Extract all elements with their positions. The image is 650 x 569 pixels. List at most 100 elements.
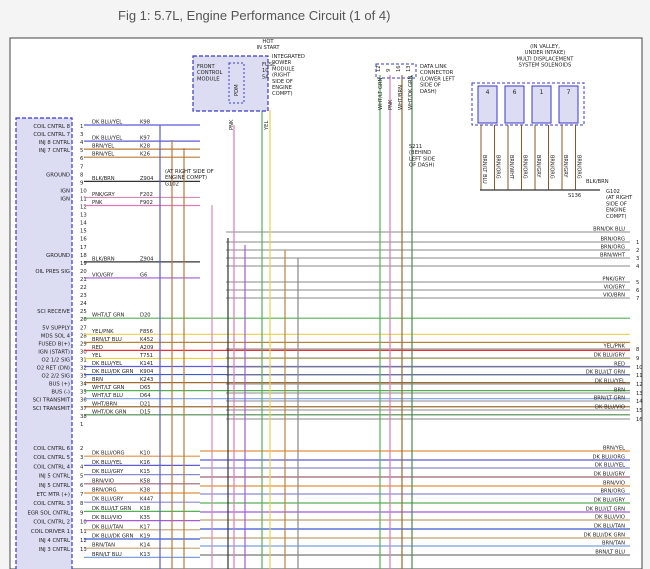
- right-wire-label: DK BLU/GRY: [594, 498, 626, 504]
- pcm-pin-label: BUS (-): [51, 390, 70, 396]
- wire-circuit-label: K17: [140, 524, 150, 530]
- dlc-pin-number: 13: [406, 65, 412, 72]
- pcm-pin-label: COIL CNTRL 7: [33, 132, 70, 138]
- right-pin-number: 5: [636, 280, 639, 286]
- wire-circuit-label: F902: [140, 200, 153, 206]
- wire-circuit-label: K10: [140, 451, 150, 457]
- pcm-pin-number: 12: [80, 538, 87, 544]
- wire-circuit-label: K38: [140, 488, 150, 494]
- pcm-pin-label: INJ 5 CNTRL: [39, 483, 70, 489]
- mds-solenoid-box: [531, 85, 552, 124]
- pcm-pin-number: 3: [80, 455, 83, 461]
- right-wire-label: BRN/TAN: [602, 541, 625, 547]
- pcm-pin-label: SCI TRANSMIT: [33, 406, 71, 412]
- wire-color-label: DK BLU/YEL: [92, 460, 122, 466]
- wire-circuit-label: K18: [140, 506, 150, 512]
- right-pin-number: 11: [636, 373, 643, 379]
- pcm-pin-label: IGN (START): [38, 349, 70, 355]
- pcm-pin-number: 4: [80, 464, 84, 470]
- right-pin-number: 15: [636, 408, 643, 414]
- wire-color-label: DK BLU/LT GRN: [92, 506, 131, 512]
- right-pin-number: 2: [636, 248, 639, 254]
- pcm-pin-number: 27: [80, 325, 87, 331]
- mds-solenoid-number: 6: [513, 89, 517, 96]
- pcm-pin-number: 10: [80, 188, 87, 194]
- right-wire-label: DK BLU/VIO: [595, 515, 625, 521]
- pcm-pin-label: GROUND: [46, 253, 70, 259]
- wire-circuit-label: D65: [140, 385, 151, 391]
- splice-s136-label: S136: [568, 193, 581, 199]
- wire-circuit-label: K98: [140, 120, 150, 126]
- pcm-pin-label: 5V SUPPLY: [42, 325, 71, 331]
- dlc-pin-number: 9: [386, 69, 392, 72]
- pcm-pin-label: FUSED B(+): [38, 341, 70, 347]
- right-pin-number: 9: [636, 356, 639, 362]
- wire-color-label: BRN/YEL: [92, 152, 114, 158]
- wire-circuit-label: K19: [140, 534, 150, 540]
- wire-color-label: BRN/LT BLU: [92, 552, 122, 558]
- mds-solenoid-box: [558, 85, 579, 124]
- mds-wire-label: BRN/ORG: [522, 155, 528, 179]
- pcm-pin-label: IGN: [60, 196, 70, 202]
- pcm-pin-number: 31: [80, 357, 87, 363]
- right-pin-number: 3: [636, 256, 639, 262]
- pcm-pin-number: 20: [80, 269, 87, 275]
- right-pin-number: 8: [636, 347, 639, 353]
- wire-color-label: BLK/BRN: [92, 256, 115, 262]
- mds-wire-label: BRN/ORG: [576, 155, 582, 179]
- pcm-pin-label: ETC MTR (+): [37, 492, 70, 498]
- pcm-pin-label: COIL CNTRL 3: [33, 501, 70, 507]
- wire-color-label: DK BLU/ORG: [92, 451, 125, 457]
- pcm-pin-label: O2 1/2 SIG: [42, 357, 70, 363]
- wire-color-label: DK BLU/YEL: [92, 136, 122, 142]
- wire-circuit-label: F856: [140, 329, 153, 335]
- pcm-pin-number: 30: [80, 349, 87, 355]
- mds-solenoid-group: [471, 82, 585, 126]
- wire-color-label: BRN/TAN: [92, 543, 115, 549]
- right-wire-label: BRN/ORG: [601, 237, 626, 243]
- pcm-pin-number: 11: [80, 196, 87, 202]
- right-wire-label: BRN/ORG: [601, 489, 626, 495]
- ipm-pin-yel: YEL: [264, 121, 270, 131]
- pcm-pin-number: 18: [80, 253, 87, 259]
- mds-wire-label: BRN/GRY: [562, 155, 568, 178]
- mds-wire-label: BRN/ORG: [549, 155, 555, 179]
- pcm-pin-number: 8: [80, 501, 84, 507]
- right-wire-label: DK BLU/ORG: [593, 455, 626, 461]
- mds-solenoid-number: 1: [540, 89, 544, 96]
- right-wire-label: BRN/YEL: [603, 446, 625, 452]
- right-pin-number: 12: [636, 382, 643, 388]
- pcm-pin-label: SCI TRANSMIT: [33, 398, 71, 404]
- pcm-pin-label: SCI RECEIVE: [37, 309, 71, 315]
- wire-circuit-label: K28: [140, 144, 150, 150]
- ipm-pdm-label: PDM: [234, 84, 240, 96]
- pcm-pin-number: 16: [80, 237, 87, 243]
- figure-title: Fig 1: 5.7L, Engine Performance Circuit …: [118, 8, 391, 23]
- pcm-pin-number: 26: [80, 317, 87, 323]
- wire-circuit-label: D21: [140, 401, 151, 407]
- pcm-pin-number: 9: [80, 510, 83, 516]
- pcm-pin-label: EGR SOL CNTRL: [27, 510, 70, 516]
- pcm-pin-label: COIL CNTRL 2: [33, 520, 70, 526]
- right-wire-label: YEL/PNK: [603, 344, 626, 350]
- pcm-pin-number: 1: [80, 422, 83, 428]
- right-pin-number: 10: [636, 365, 643, 371]
- pcm-pin-number: 8: [80, 172, 84, 178]
- pcm-pin-label: INJ 7 CNTRL: [39, 148, 70, 154]
- dlc-wire-label: WHT/BRN: [398, 85, 404, 110]
- pcm-pin-label: GROUND: [46, 172, 70, 178]
- wire-circuit-label: D15: [140, 409, 151, 415]
- wire-color-label: DK BLU/GRY: [92, 497, 124, 503]
- wire-circuit-label: K16: [140, 460, 150, 466]
- pcm-pin-label: INJ 3 CNTRL: [39, 547, 70, 553]
- pcm-pin-number: 5: [80, 148, 83, 154]
- pcm-pin-number: 14: [80, 221, 87, 227]
- right-wire-label: DK BLU/TAN: [594, 524, 625, 530]
- right-pin-number: 13: [636, 391, 643, 397]
- diagram-frame: [9, 37, 643, 569]
- wire-circuit-label: F202: [140, 192, 153, 198]
- right-wire-label: DK BLU/LT GRN: [586, 370, 625, 376]
